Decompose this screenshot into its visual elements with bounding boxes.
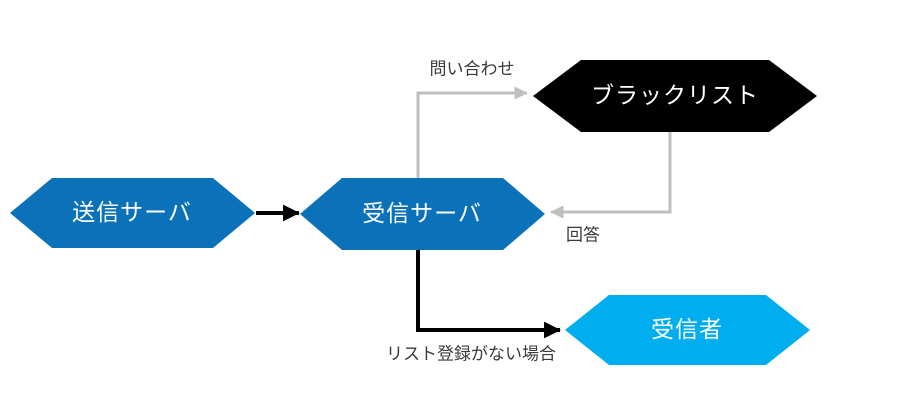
edge-deliver-label: リスト登録がない場合: [386, 344, 556, 363]
node-recipient-shape[interactable]: [565, 295, 810, 365]
node-receiving-server-shape[interactable]: [300, 178, 545, 250]
node-recipient-label: 受信者: [651, 316, 723, 342]
edge-answer-line: [550, 128, 672, 219]
node-blacklist-label: ブラックリスト: [591, 82, 759, 108]
node-sending-server[interactable]: 送信サーバ: [10, 178, 255, 248]
node-recipient[interactable]: 受信者: [565, 295, 810, 365]
node-receiving-server[interactable]: 受信サーバ: [300, 178, 545, 250]
edge-answer: [550, 128, 672, 219]
edge-answer-label: 回答: [566, 225, 600, 244]
edge-query-line: [416, 86, 528, 185]
node-sending-server-shape[interactable]: [10, 178, 255, 248]
edge-query: [416, 86, 528, 185]
edge-query-label: 問い合わせ: [430, 59, 515, 78]
node-blacklist-shape[interactable]: [533, 60, 817, 132]
edge-deliver: [416, 243, 561, 339]
node-sending-server-label: 送信サーバ: [72, 199, 192, 225]
node-receiving-server-label: 受信サーバ: [362, 200, 482, 226]
node-blacklist[interactable]: ブラックリスト: [533, 60, 817, 132]
edge-deliver-line: [416, 243, 561, 339]
